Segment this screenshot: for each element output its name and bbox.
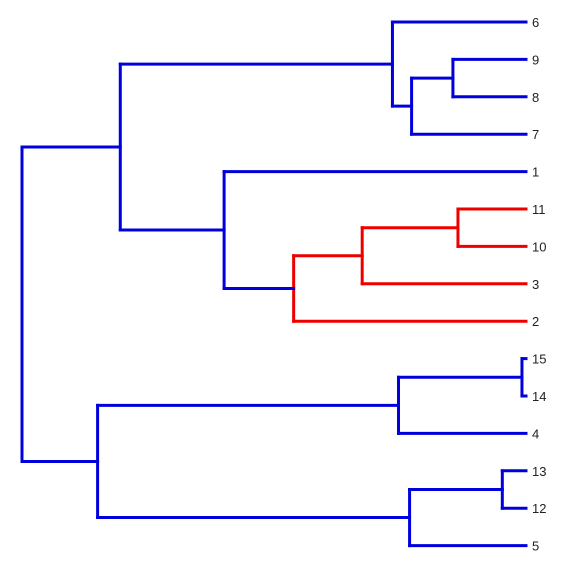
leaf-label-4: 4: [532, 426, 539, 441]
leaf-label-13: 13: [532, 464, 546, 479]
leaf-label-12: 12: [532, 501, 546, 516]
leaf-label-2: 2: [532, 314, 539, 329]
leaf-label-1: 1: [532, 165, 539, 180]
leaf-label-15: 15: [532, 352, 546, 367]
leaf-label-14: 14: [532, 389, 546, 404]
leaf-label-7: 7: [532, 127, 539, 142]
leaf-label-11: 11: [532, 202, 546, 217]
leaf-label-10: 10: [532, 239, 546, 254]
leaf-label-8: 8: [532, 90, 539, 105]
leaf-label-3: 3: [532, 277, 539, 292]
leaf-label-5: 5: [532, 539, 539, 554]
leaf-label-6: 6: [532, 15, 539, 30]
dendrogram-branches: [20, 20, 528, 548]
leaf-label-9: 9: [532, 52, 539, 67]
